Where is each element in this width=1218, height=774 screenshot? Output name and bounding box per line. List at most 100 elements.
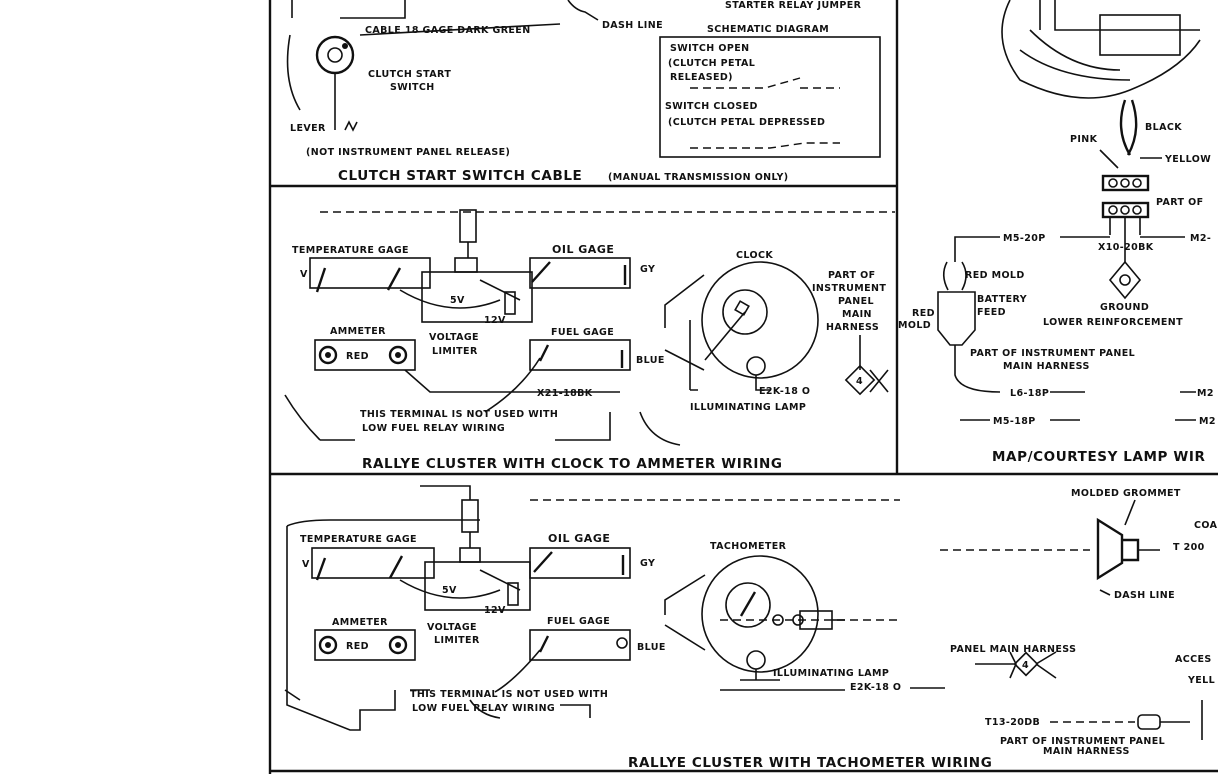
m2b-label: M2 xyxy=(1197,388,1214,399)
black-label: BLACK xyxy=(1145,122,1182,133)
map-panel-title: MAP/COURTESY LAMP WIR xyxy=(992,449,1205,465)
part-of-harness-label: PART OF INSTRUMENT PANEL xyxy=(970,348,1135,359)
tach-v-label: V xyxy=(302,559,310,570)
tach-panel-title: RALLYE CLUSTER WITH TACHOMETER WIRING xyxy=(628,755,992,771)
battery-feed-label: BATTERY xyxy=(977,294,1027,305)
harness-connector xyxy=(844,364,876,396)
yell-label: YELL xyxy=(1187,675,1215,686)
clock-ammeter-panel: TEMPERATURE GAGE V OIL GAGE GY 5V 12V VO… xyxy=(284,209,895,472)
voltage-limiter-label: VOLTAGE xyxy=(429,332,479,343)
part-of-label-3: PANEL xyxy=(838,296,874,307)
tachometer-gauge xyxy=(701,555,819,673)
tach-voltage-limiter-label-2: LIMITER xyxy=(434,635,480,646)
fuel-gage-label: FUEL GAGE xyxy=(551,327,614,338)
m2-label: M2- xyxy=(1190,233,1211,244)
tach-fuel-gage-label: FUEL GAGE xyxy=(547,616,610,627)
lower-reinf-label: LOWER REINFORCEMENT xyxy=(1043,317,1183,328)
part-of-label-5: HARNESS xyxy=(826,322,879,333)
panel-frame xyxy=(268,0,1218,774)
tach-oil-gage-label: OIL GAGE xyxy=(548,532,610,545)
switch-open-label: SWITCH OPEN xyxy=(670,43,749,54)
clutch-switch-panel: CABLE 18 GAGE DARK GREEN STARTER RELAY J… xyxy=(286,0,881,184)
part-of-harness-label-2: MAIN HARNESS xyxy=(1003,361,1090,372)
red-label: RED xyxy=(346,351,369,362)
tach-dash-line-label: DASH LINE xyxy=(1114,590,1175,601)
tach-gy-label: GY xyxy=(640,558,655,569)
t200-label: T 200 xyxy=(1173,542,1205,553)
l6-18p-label: L6-18P xyxy=(1010,388,1049,399)
lever-label: LEVER xyxy=(290,123,326,134)
part-of-label-2: INSTRUMENT xyxy=(812,283,886,294)
v-label: V xyxy=(300,269,308,280)
m5-18p-label: M5-18P xyxy=(993,416,1036,427)
v5-label: 5V xyxy=(450,295,465,306)
wire-x21-label: X21-18BK xyxy=(537,388,593,399)
tach-panel-harness-label: PANEL MAIN HARNESS xyxy=(950,644,1076,655)
tachometer-label: TACHOMETER xyxy=(710,541,787,552)
clock-panel-title: RALLYE CLUSTER WITH CLOCK TO AMMETER WIR… xyxy=(362,456,783,472)
acces-label: ACCES xyxy=(1175,654,1212,665)
tach-temp-gage-label: TEMPERATURE GAGE xyxy=(300,534,417,545)
clutch-panel-title: CLUTCH START SWITCH CABLE xyxy=(338,168,582,184)
voltage-limiter-label-2: LIMITER xyxy=(432,346,478,357)
schematic-box xyxy=(659,36,881,158)
wire-t13-label: T13-20DB xyxy=(985,717,1040,728)
map-lamp-panel: PINK BLACK YELLOW PART OF M5-20P X10-20B… xyxy=(898,0,1216,465)
x10-20bk-label: X10-20BK xyxy=(1098,242,1154,253)
wire-e2k-label: E2K-18 O xyxy=(759,386,810,397)
start-switch-label: CLUTCH START xyxy=(368,69,451,80)
ground-label: GROUND xyxy=(1100,302,1149,313)
tach-wire-e2k-label: E2K-18 O xyxy=(850,682,901,693)
pedal-released-label-2: RELEASED) xyxy=(670,72,733,83)
relay-jumper-label: STARTER RELAY JUMPER xyxy=(725,0,862,11)
tach-illum-lamp-label: ILLUMINATING LAMP xyxy=(773,668,889,679)
clock-gauge xyxy=(701,261,819,379)
illum-lamp-label: ILLUMINATING LAMP xyxy=(690,402,806,413)
switch-closed-label: SWITCH CLOSED xyxy=(665,101,758,112)
part-of-label-1: PART OF xyxy=(828,270,875,281)
tach-v5-label: 5V xyxy=(442,585,457,596)
tach-red-label: RED xyxy=(346,641,369,652)
clock-label: CLOCK xyxy=(736,250,773,261)
connector-top xyxy=(1101,174,1150,192)
v12-label: 12V xyxy=(484,315,506,326)
red-mold-red-label: RED xyxy=(912,308,935,319)
pink-label: PINK xyxy=(1070,134,1098,145)
part-of-label-4: MAIN xyxy=(842,309,872,320)
tach-part-of-label: PART OF INSTRUMENT PANEL xyxy=(1000,736,1165,747)
mold-label: MOLD xyxy=(898,320,931,331)
tach-part-of-label-2: MAIN HARNESS xyxy=(1043,746,1130,757)
tach-connector-number: 4 xyxy=(1022,660,1029,671)
pedal-released-label: (CLUTCH PETAL xyxy=(668,58,755,69)
battery-feed-label-2: FEED xyxy=(977,307,1006,318)
gy-label: GY xyxy=(640,264,655,275)
clutch-switch-symbol xyxy=(315,35,355,75)
oil-gage-label: OIL GAGE xyxy=(552,243,614,256)
tach-v12-label: 12V xyxy=(484,605,506,616)
schematic-label: SCHEMATIC DIAGRAM xyxy=(707,24,829,35)
tach-blue-label: BLUE xyxy=(637,642,666,653)
terminal-note-label: THIS TERMINAL IS NOT USED WITH xyxy=(360,409,558,420)
coa-label: COA xyxy=(1194,520,1218,531)
tach-terminal-note-label-2: LOW FUEL RELAY WIRING xyxy=(412,703,555,714)
m2c-label: M2 xyxy=(1199,416,1216,427)
molded-grommet-label: MOLDED GROMMET xyxy=(1071,488,1181,499)
connector-number: 4 xyxy=(856,376,863,387)
dash-line-label: DASH LINE xyxy=(602,20,663,31)
part-of-label: PART OF xyxy=(1156,197,1203,208)
red-mold-label: RED MOLD xyxy=(965,270,1025,281)
yellow-label: YELLOW xyxy=(1164,154,1211,165)
pedal-depressed-label: (CLUTCH PETAL DEPRESSED xyxy=(668,117,825,128)
tach-terminal-note-label: THIS TERMINAL IS NOT USED WITH xyxy=(410,689,608,700)
terminal-note-label-2: LOW FUEL RELAY WIRING xyxy=(362,423,505,434)
tach-ammeter-label: AMMETER xyxy=(332,617,388,628)
start-switch-label-2: SWITCH xyxy=(390,82,435,93)
temp-gage-label: TEMPERATURE GAGE xyxy=(292,245,409,256)
tachometer-panel: TEMPERATURE GAGE V OIL GAGE GY 5V 12V AM… xyxy=(284,485,1218,771)
clutch-panel-note: (MANUAL TRANSMISSION ONLY) xyxy=(608,172,789,183)
m5-20p-label: M5-20P xyxy=(1003,233,1046,244)
not-release-label: (NOT INSTRUMENT PANEL RELEASE) xyxy=(306,147,510,158)
tach-voltage-limiter-label: VOLTAGE xyxy=(427,622,477,633)
ammeter-label: AMMETER xyxy=(330,326,386,337)
